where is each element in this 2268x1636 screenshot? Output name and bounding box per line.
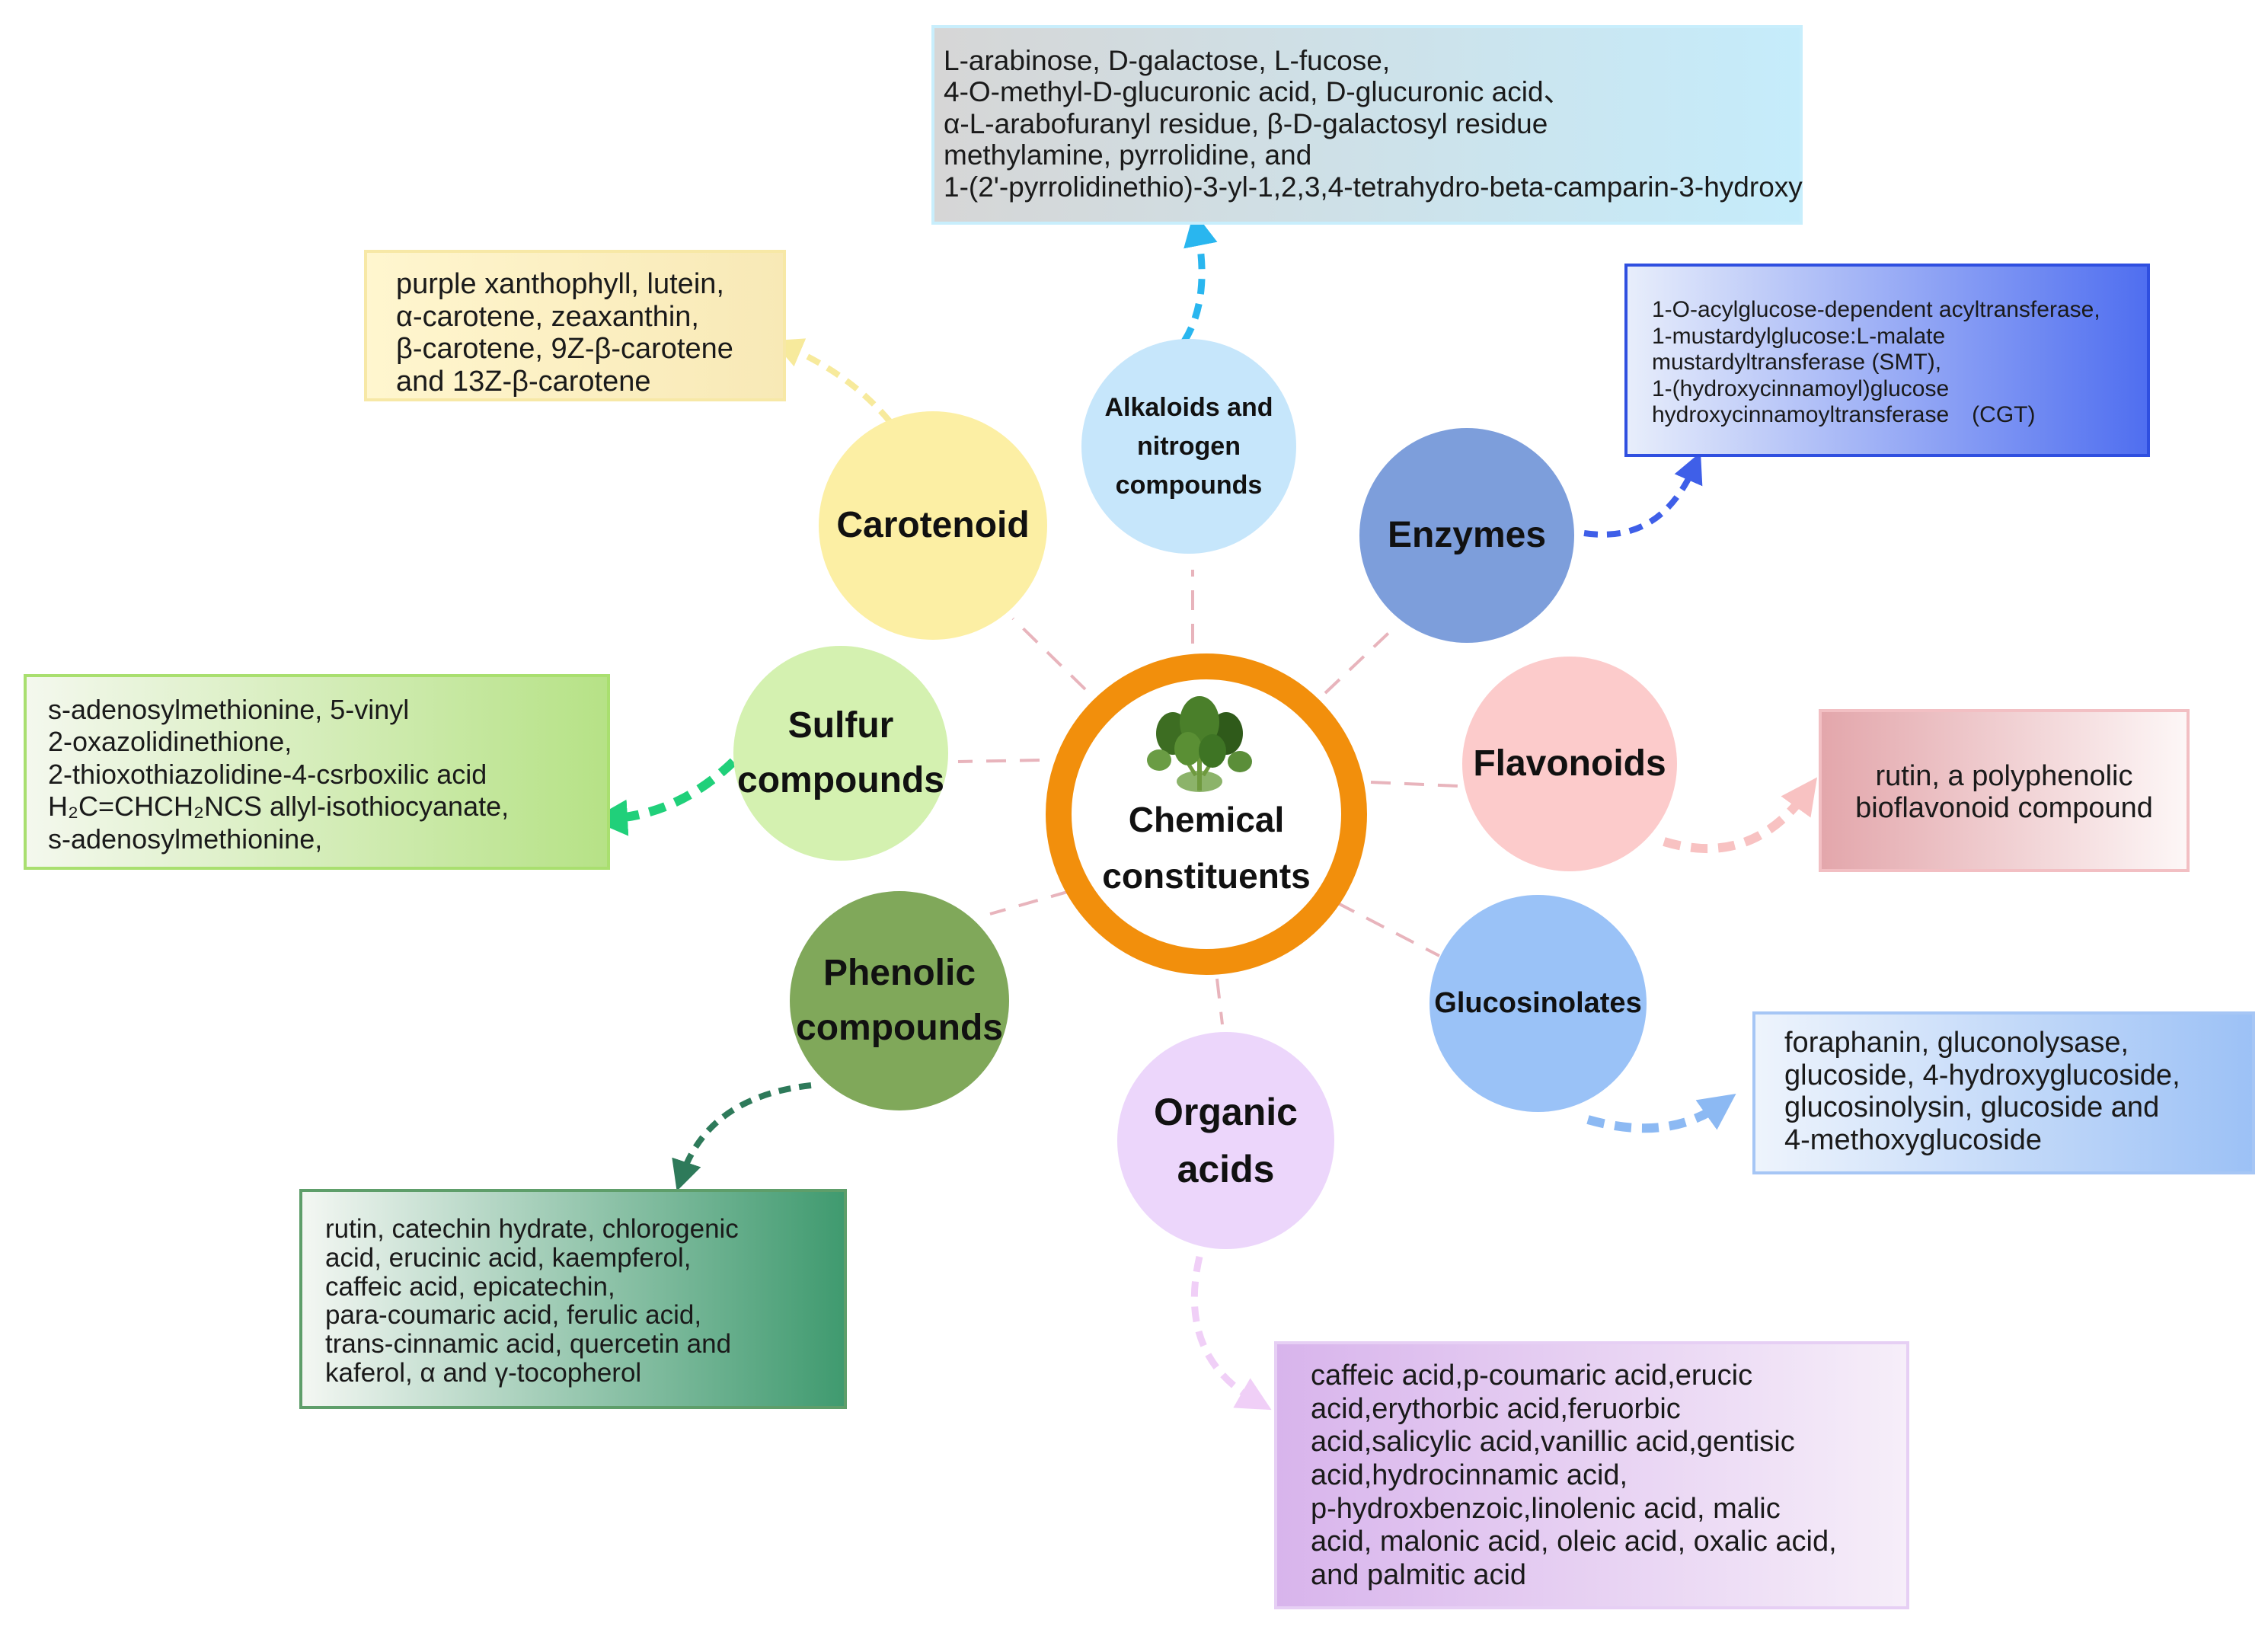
- info-line: 1-(hydroxycinnamoyl)glucose: [1652, 375, 1950, 401]
- spoke-phenolic: [989, 890, 1071, 915]
- info-line: bioflavonoid compound: [1855, 791, 2153, 824]
- spokes: [957, 570, 1459, 1025]
- circle-label-line: Organic: [1154, 1090, 1298, 1133]
- info-line: 4-O-methyl-D-glucuronic acid, D-glucuron…: [944, 76, 1572, 108]
- box-bg-sulfur: [24, 674, 610, 870]
- box-bg-enzymes: [1624, 264, 2150, 457]
- arrow-phenolic: [672, 1082, 812, 1191]
- info-line: α-L-arabofuranyl residue, β-D-galactosyl…: [944, 107, 1548, 139]
- spoke-organic: [1215, 978, 1224, 1025]
- info-line: rutin, catechin hydrate, chlorogenic: [325, 1214, 739, 1244]
- arrow-organic: [1190, 1255, 1272, 1411]
- info-box-alkaloids: L-arabinose, D-galactose, L-fucose, 4-O-…: [933, 27, 1803, 223]
- box-bg-alkaloids: [931, 25, 1803, 225]
- category-circle-sulfur: Sulfur compounds: [733, 646, 948, 861]
- category-circle-glucosinolates: Glucosinolates: [1429, 895, 1647, 1112]
- info-line: foraphanin, gluconolysase,: [1784, 1027, 2129, 1059]
- info-box-carotenoid: purple xanthophyll, lutein, α-carotene, …: [366, 251, 784, 400]
- arrow-sulfur: [591, 758, 737, 836]
- box-bg-flavonoids: [1819, 709, 2190, 872]
- box-bg-carotenoid: [364, 250, 786, 401]
- arrow-alkaloids: [1181, 211, 1218, 343]
- circle-label: Flavonoids: [1473, 743, 1666, 784]
- info-line: p-hydroxbenzoic,linolenic acid, malic: [1311, 1492, 1781, 1525]
- arrow-flavonoids: [1663, 777, 1818, 854]
- category-circle-alkaloids: Alkaloids and nitrogen compounds: [1081, 339, 1296, 554]
- circle-label-line: Phenolic: [823, 953, 976, 993]
- info-line: L-arabinose, D-galactose, L-fucose,: [944, 45, 1391, 76]
- info-box-glucosinolates: foraphanin, gluconolysase, glucoside, 4-…: [1754, 1013, 2254, 1173]
- circle-label-line: compounds: [1115, 470, 1263, 500]
- spoke-flavonoids: [1370, 781, 1459, 788]
- circle-label-line: Sulfur: [787, 705, 894, 746]
- info-line: acid,salicylic acid,vanillic acid,gentis…: [1311, 1426, 1795, 1459]
- info-line: kaferol, α and γ-tocopherol: [325, 1357, 642, 1388]
- info-line: purple xanthophyll, lutein,: [396, 268, 724, 300]
- spoke-carotenoid: [1011, 617, 1087, 691]
- info-line: methylamine, pyrrolidine, and: [944, 139, 1312, 171]
- info-line: 2-oxazolidinethione,: [48, 726, 292, 758]
- info-line: caffeic acid,p-coumaric acid,erucic: [1311, 1360, 1753, 1392]
- center-title: Chemical constituents: [1046, 792, 1367, 904]
- category-circle-flavonoids: Flavonoids: [1462, 657, 1677, 871]
- info-line: 1-mustardylglucose:L-malate: [1652, 323, 1946, 349]
- info-line: hydroxycinnamoyltransferase (CGT): [1652, 402, 2036, 427]
- info-line: acid, erucinic acid, kaempferol,: [325, 1242, 692, 1273]
- info-line: caffeic acid, epicatechin,: [325, 1271, 615, 1302]
- info-line: H₂C=CHCH₂NCS allyl-isothiocyanate,: [48, 791, 510, 823]
- info-line: glucoside, 4-hydroxyglucoside,: [1784, 1059, 2180, 1091]
- info-line: 2-thioxothiazolidine-4-csrboxilic acid: [48, 758, 487, 790]
- info-line: trans-cinnamic acid, quercetin and: [325, 1329, 732, 1360]
- info-line: 1-(2'-pyrrolidinethio)-3-yl-1,2,3,4-tetr…: [944, 171, 1803, 203]
- info-box-organic: caffeic acid,p-coumaric acid,erucic acid…: [1276, 1343, 1908, 1608]
- category-circle-carotenoid: Carotenoid: [819, 411, 1047, 640]
- info-line: and palmitic acid: [1311, 1559, 1527, 1592]
- box-bg-glucosinolates: [1752, 1011, 2255, 1174]
- info-line: para-coumaric acid, ferulic acid,: [325, 1300, 702, 1331]
- info-box-phenolic: rutin, catechin hydrate, chlorogenic aci…: [301, 1190, 845, 1408]
- circle-label: Carotenoid: [836, 505, 1030, 545]
- circle-label-line: compounds: [796, 1008, 1003, 1048]
- info-line: mustardyltransferase (SMT),: [1652, 350, 1942, 375]
- plant-icon: [1147, 696, 1252, 792]
- spoke-glucosinolates: [1336, 901, 1440, 957]
- box-bg-phenolic: [299, 1189, 847, 1409]
- info-line: rutin, a polyphenolic: [1875, 760, 2133, 792]
- spoke-sulfur: [957, 759, 1040, 763]
- info-line: 1-O-acylglucose-dependent acyltransferas…: [1652, 297, 2100, 322]
- category-circle-enzymes: Enzymes: [1359, 428, 1574, 643]
- circle-label: Enzymes: [1387, 515, 1547, 555]
- info-line: acid, malonic acid, oleic acid, oxalic a…: [1311, 1526, 1837, 1558]
- info-box-sulfur: s-adenosylmethionine, 5-vinyl 2-oxazolid…: [25, 676, 609, 868]
- spoke-enzymes: [1324, 623, 1399, 695]
- circle-label: Glucosinolates: [1434, 987, 1642, 1019]
- category-circle-organic: Organic acids: [1117, 1032, 1334, 1249]
- circle-label-line: compounds: [737, 760, 944, 800]
- info-box-enzymes: 1-O-acylglucose-dependent acyltransferas…: [1626, 265, 2148, 455]
- circle-label-line: nitrogen: [1137, 431, 1241, 461]
- arrow-carotenoid: [771, 338, 893, 423]
- category-circle-phenolic: Phenolic compounds: [790, 891, 1009, 1110]
- center-title-line: Chemical: [1128, 800, 1285, 839]
- center-title-line: constituents: [1102, 855, 1311, 896]
- arrow-glucosinolates: [1586, 1094, 1736, 1133]
- circle-label-line: acids: [1177, 1147, 1275, 1190]
- arrow-enzymes: [1583, 452, 1703, 538]
- info-line: acid,erythorbic acid,feruorbic: [1311, 1392, 1681, 1425]
- info-line: glucosinolysin, glucoside and: [1784, 1091, 2160, 1124]
- info-line: 4-methoxyglucoside: [1784, 1123, 2042, 1156]
- info-line: s-adenosylmethionine,: [48, 823, 323, 855]
- info-line: acid,hydrocinnamic acid,: [1311, 1459, 1628, 1492]
- circle-label-line: Alkaloids and: [1104, 392, 1273, 422]
- info-line: α-carotene, zeaxanthin,: [396, 300, 699, 333]
- info-line: β-carotene, 9Z-β-carotene: [396, 333, 733, 366]
- box-bg-organic: [1274, 1341, 1909, 1609]
- info-box-flavonoids: rutin, a polyphenolic bioflavonoid compo…: [1820, 711, 2188, 871]
- info-line: s-adenosylmethionine, 5-vinyl: [48, 694, 410, 725]
- info-line: and 13Z-β-carotene: [396, 365, 651, 398]
